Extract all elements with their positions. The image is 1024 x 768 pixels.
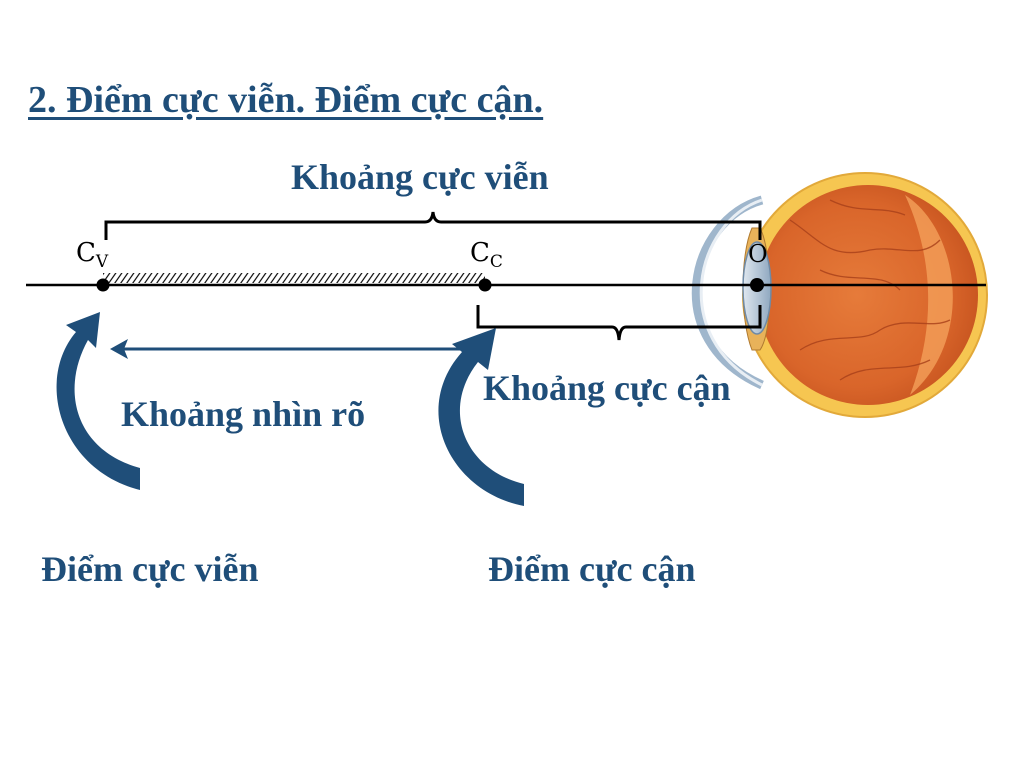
slide-title: 2. Điểm cực viễn. Điểm cực cận. [28, 79, 544, 121]
cv-sub: V [95, 252, 109, 272]
o-point-label: O [748, 240, 768, 268]
eye-optical-center-dot [750, 278, 764, 292]
near-range-label: Khoảng cực cận [483, 368, 731, 408]
far-point-label: Điểm cực viễn [41, 549, 259, 589]
far-point-curved-arrow [56, 312, 140, 490]
cc-sub: C [489, 252, 503, 272]
near-range-brace [476, 305, 762, 341]
clear-vision-band [103, 273, 485, 283]
clear-range-label: Khoảng nhìn rõ [121, 394, 366, 434]
cc-point-label: CC [470, 238, 503, 272]
eyeball-illustration [691, 172, 988, 418]
near-point-label: Điểm cực cận [488, 549, 696, 589]
cv-point-label: CV [76, 238, 108, 272]
far-range-brace [104, 211, 762, 240]
near-point-curved-arrow [438, 328, 524, 506]
far-range-label: Khoảng cực viễn [291, 157, 549, 197]
cv-main: C [76, 238, 96, 268]
far-point-dot [96, 278, 110, 292]
clear-range-arrow [110, 339, 484, 359]
near-point-dot [478, 278, 492, 292]
cc-main: C [470, 238, 490, 268]
